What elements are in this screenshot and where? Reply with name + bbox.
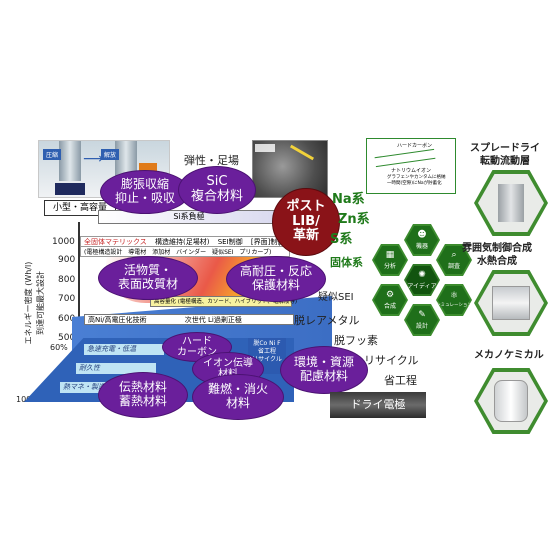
- hex-design-label: 設計: [415, 322, 428, 330]
- hex-simulation-label: シミュレーション: [436, 303, 472, 308]
- hard-carbon-diagram: ハードカーボン ナトリウムイオン グラフェンやカンタムに格納 一時間(空隙)にN…: [366, 138, 456, 194]
- text-recycle: リサイクル: [364, 354, 419, 367]
- bar-row4-a: 高Ni/高電圧化技術: [88, 316, 147, 324]
- people-icon: ☻: [417, 229, 427, 240]
- text-no-rare-metal: 脱レアメタル: [294, 314, 360, 327]
- bubble-flame-retardant: 難燃・消火 材料: [192, 374, 284, 420]
- press-left-base: [55, 183, 85, 195]
- mill-machine: [494, 380, 528, 422]
- spray-dryer-machine: [498, 184, 524, 222]
- y-axis-title-line1: エネルギー密度 (Wh/l): [24, 261, 33, 345]
- spray-dryer-photo: [474, 170, 548, 236]
- atmosphere-furnace-photo: [474, 270, 548, 336]
- tick-900: 900: [58, 255, 76, 265]
- y-axis-title: エネルギー密度 (Wh/l) 到達可能最大設計: [23, 203, 49, 403]
- press-left-piston: [59, 141, 81, 181]
- search-icon: ⌕: [451, 249, 457, 260]
- bar-row4-b: 次世代 Li過剰正極: [184, 316, 242, 324]
- hex-design: ✎ 設計: [404, 304, 440, 336]
- hex-research-label: 調査: [447, 262, 460, 270]
- bubble-expansion: 膨張収縮 抑止・吸収: [100, 170, 190, 214]
- hex-instrument: ☻ 機器: [404, 224, 440, 256]
- diagram-caption: グラフェンやカンタムに格納 一時間(空隙)にNaが貯蓄化: [387, 175, 446, 186]
- bubble-active-material: 活物質・ 表面改質材: [98, 256, 198, 300]
- si-band: Si系負極: [98, 210, 280, 224]
- text-save-process: 省工程: [384, 374, 417, 387]
- tick-700: 700: [58, 294, 76, 304]
- bar-row2-d: バインダー: [176, 249, 207, 256]
- gear-icon: ⚙: [385, 289, 395, 300]
- chem-na: Na系: [332, 192, 365, 207]
- hex-synthesis: ⚙ 合成: [372, 284, 408, 316]
- hex-idea-label: アイディア: [407, 282, 437, 290]
- hex-simulation: ⚛ シミュレーション: [436, 284, 472, 316]
- diagram-hard-carbon-label: ハードカーボン: [397, 143, 433, 149]
- bar-row1-c: [界面]制御: [250, 238, 285, 246]
- bar-row2-c: 添加材: [152, 249, 171, 256]
- bubble-sic: SiC 複合材料: [178, 166, 256, 214]
- text-pseudo-sei: 疑似SEI: [318, 292, 354, 303]
- bar-row4: 高Ni/高電圧化技術 次世代 Li過剰正極: [84, 314, 294, 325]
- chart-icon: ▦: [385, 249, 395, 260]
- process-spray-title: スプレードライ 転動流動層: [470, 143, 540, 167]
- text-no-fluorine: 脱フッ素: [334, 334, 378, 347]
- process-atmos-title: 雰囲気制御合成 水熱合成: [462, 243, 532, 267]
- press-photo: 圧縮 解放 ⟶: [38, 140, 170, 198]
- chem-s: S系: [330, 232, 353, 247]
- hex-idea: ✺ アイディア: [404, 264, 440, 296]
- bar-row2-b: 導電材: [128, 249, 147, 256]
- chem-zn: Zn系: [338, 212, 370, 227]
- bar-row1-b: SEI制御: [217, 238, 243, 246]
- bar-row2: (電極構造設計 導電材 添加材 バインダー 疑似SEI プリカーブ): [80, 246, 290, 257]
- pencil-icon: ✎: [418, 309, 426, 320]
- bubble-thermal: 伝熱材料 蓄熱材料: [98, 372, 188, 418]
- hex-analysis-label: 分析: [383, 262, 396, 270]
- mechanochemical-photo: [474, 368, 548, 434]
- lower-bar-fast: 急速充電・低温: [84, 344, 164, 355]
- process-mechano-title: メカノケミカル: [474, 350, 544, 361]
- sem-label-box: [255, 144, 275, 152]
- diagram-sodium-ion-label: ナトリウムイオン: [391, 168, 432, 174]
- bubble-hard-carbon: ハード カーボン: [162, 332, 232, 362]
- chem-solid: 固体系: [330, 256, 363, 269]
- bar-row1-title: 全固体マテリックス: [84, 238, 147, 246]
- tick-600: 600: [58, 314, 76, 324]
- brain-icon: ✺: [418, 269, 426, 280]
- bar-row2-f: プリカーブ): [239, 249, 272, 256]
- lower-bar-durability: 耐久性: [76, 363, 156, 374]
- diagram-graphene-lines: [374, 148, 436, 168]
- tick-1000: 1000: [52, 237, 75, 247]
- tick-800: 800: [58, 275, 76, 285]
- hex-synthesis-label: 合成: [383, 302, 396, 310]
- press-left-tag: 圧縮: [43, 149, 62, 160]
- atom-icon: ⚛: [449, 291, 459, 301]
- bubble-high-pressure: 高耐圧・反応 保護材料: [226, 256, 326, 302]
- furnace-machine: [492, 286, 530, 320]
- label-60-percent: 60%: [50, 343, 68, 352]
- bar-row3: 高容量化 (電極構造、カソード、ハイブリッド、電解液等): [150, 296, 297, 307]
- bar-row2-e: 疑似SEI: [212, 249, 234, 256]
- hex-analysis: ▦ 分析: [372, 244, 408, 276]
- dry-electrode-box: ドライ電極: [330, 392, 426, 418]
- y-axis-title-line2: 到達可能最大設計: [36, 271, 45, 335]
- bubble-post-lib: ポスト LIB/ 革新: [272, 188, 340, 256]
- press-arrow-icon: ⟶: [83, 151, 104, 167]
- elastic-label: 弾性・足場: [184, 154, 239, 167]
- bar-row2-a: (電極構造設計: [84, 249, 123, 256]
- press-right-tag: 解放: [101, 149, 120, 160]
- bar-row1-a: 構造維持(足場材): [155, 238, 210, 246]
- y-axis-line: [78, 222, 80, 402]
- bubble-environment: 環境・資源 配慮材料: [280, 346, 368, 394]
- hex-instrument-label: 機器: [415, 242, 428, 250]
- sem-yellow-arrow: [289, 144, 315, 161]
- tick-500: 500: [58, 333, 76, 343]
